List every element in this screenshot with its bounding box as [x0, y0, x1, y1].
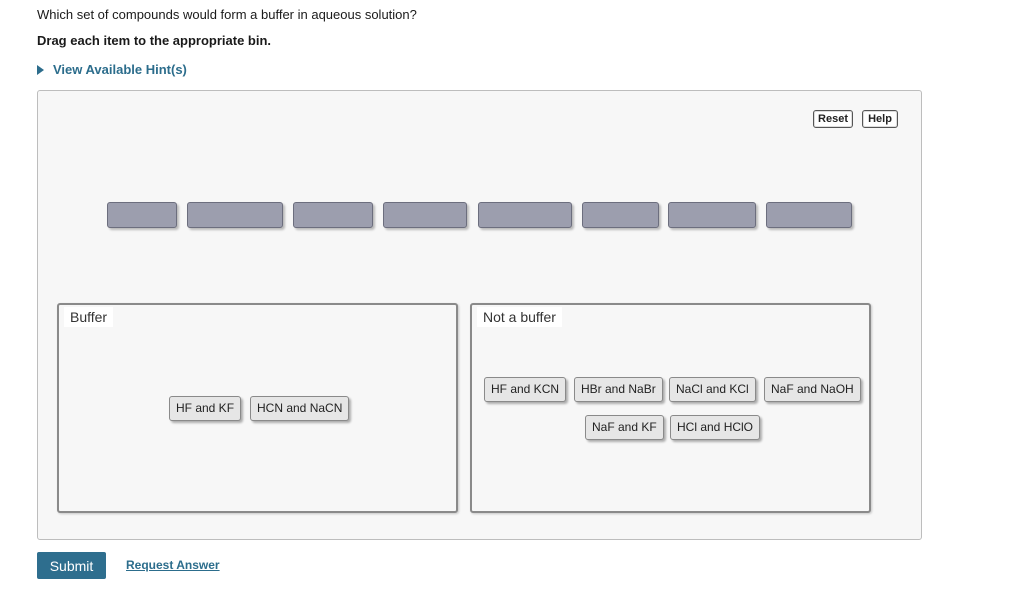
- view-hints-link[interactable]: View Available Hint(s): [37, 62, 187, 77]
- caret-right-icon: [37, 64, 44, 75]
- drag-item[interactable]: NaCl and KCl: [669, 377, 756, 402]
- drag-item[interactable]: HCN and NaCN: [250, 396, 350, 421]
- drag-drop-panel: Reset Help Buffer HF and KF HCN and NaCN…: [37, 90, 922, 540]
- request-answer-link[interactable]: Request Answer: [126, 558, 220, 572]
- empty-slot[interactable]: [187, 202, 283, 228]
- drag-item[interactable]: NaF and NaOH: [764, 377, 861, 402]
- empty-slot[interactable]: [766, 202, 852, 228]
- empty-slot[interactable]: [383, 202, 467, 228]
- help-button[interactable]: Help: [862, 110, 898, 128]
- empty-slot[interactable]: [107, 202, 177, 228]
- bin-label: Not a buffer: [477, 307, 562, 327]
- drag-item[interactable]: HF and KCN: [484, 377, 567, 402]
- bin-label: Buffer: [64, 307, 114, 327]
- empty-slot[interactable]: [293, 202, 373, 228]
- instruction-text: Drag each item to the appropriate bin.: [37, 33, 272, 48]
- not-a-buffer-bin[interactable]: Not a buffer HF and KCN HBr and NaBr NaC…: [470, 303, 871, 513]
- buffer-bin[interactable]: Buffer HF and KF HCN and NaCN: [57, 303, 458, 513]
- view-hints-label: View Available Hint(s): [53, 62, 187, 77]
- empty-slot[interactable]: [478, 202, 572, 228]
- drag-item[interactable]: HCl and HClO: [670, 415, 761, 440]
- drag-item[interactable]: NaF and KF: [585, 415, 664, 440]
- submit-button[interactable]: Submit: [37, 552, 106, 579]
- reset-button[interactable]: Reset: [813, 110, 853, 128]
- drag-item[interactable]: HF and KF: [169, 396, 242, 421]
- drag-item[interactable]: HBr and NaBr: [574, 377, 663, 402]
- empty-slot[interactable]: [668, 202, 756, 228]
- empty-slot[interactable]: [582, 202, 659, 228]
- question-text: Which set of compounds would form a buff…: [37, 7, 417, 22]
